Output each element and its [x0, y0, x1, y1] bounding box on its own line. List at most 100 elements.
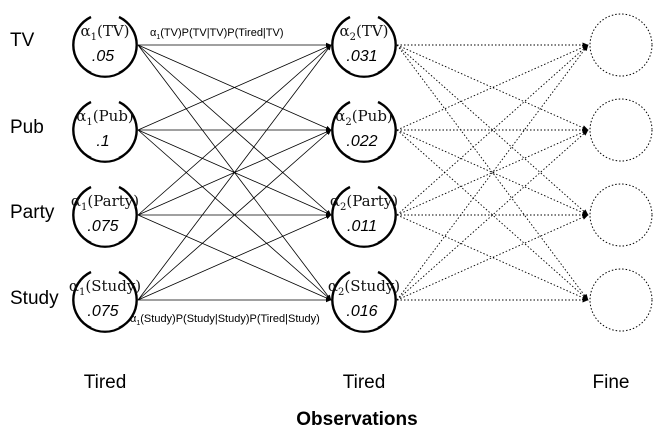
node-arc-left: [72, 270, 92, 330]
transition-arrow: [396, 129, 589, 216]
annotation-bottom-index: 1: [136, 320, 140, 327]
node-alpha-value: .016: [346, 303, 377, 320]
node-circle-fill: [333, 99, 395, 161]
transition-arrow: [137, 44, 332, 301]
state-label-party: Party: [10, 202, 55, 223]
alpha-index: 2: [340, 202, 346, 213]
transition-arrow: [396, 44, 589, 131]
alpha-state: (Study): [344, 277, 400, 295]
alpha-symbol: α: [328, 277, 338, 295]
annotation-top: α1(TV)P(TV|TV)P(Tired|TV): [150, 27, 284, 41]
alpha-index: 1: [91, 32, 97, 43]
node-alpha-value: .05: [92, 48, 114, 65]
alpha-index: 2: [345, 117, 351, 128]
transition-arrow: [396, 214, 589, 301]
node-alpha-value: .011: [347, 218, 377, 235]
trellis-node: α2(Pub).022: [331, 99, 397, 163]
alpha-index: 1: [86, 117, 92, 128]
trellis-node: α2(Study) .016: [328, 269, 400, 333]
node-arc-right: [118, 270, 138, 330]
observation-label-1: Tired: [84, 372, 127, 393]
transition-arrow: [396, 129, 589, 216]
node-alpha-label: α1(Pub): [76, 107, 134, 128]
trellis-node: α1(TV) .05: [72, 14, 138, 78]
node-alpha-label: α1(TV): [80, 22, 129, 43]
node-arc-right: [118, 185, 138, 245]
node-circle-empty: [589, 98, 653, 162]
node-alpha-label: α2(Study): [328, 277, 400, 298]
node-alpha-label: α1(Study): [69, 277, 141, 298]
transition-arrow: [137, 214, 332, 301]
annotation-top-alpha: α: [150, 27, 157, 39]
node-circle-empty: [589, 183, 653, 247]
node-arc-right: [377, 100, 397, 160]
trellis-node: α2(Party) .011: [330, 184, 398, 248]
alpha-symbol: α: [76, 107, 86, 125]
alpha-symbol: α: [330, 192, 340, 210]
node-circle-empty: [589, 13, 653, 77]
node-circle-fill: [74, 184, 136, 246]
node-circle-fill: [74, 269, 136, 331]
transition-arrows-step2: [396, 42, 589, 303]
observation-label-2: Tired: [343, 372, 386, 393]
alpha-symbol: α: [339, 22, 349, 40]
node-circle-fill: [74, 14, 136, 76]
trellis-node: [589, 13, 653, 77]
trellis-node: α1(Study).075: [69, 269, 141, 333]
node-arc-bottom: [345, 325, 383, 333]
trellis-node: α1(Party).075: [71, 184, 139, 248]
alpha-symbol: α: [69, 277, 79, 295]
alpha-state: (TV): [97, 22, 130, 40]
alpha-index: 1: [79, 287, 85, 298]
state-label-pub: Pub: [10, 117, 44, 138]
alpha-symbol: α: [335, 107, 345, 125]
observations-title: Observations: [296, 409, 417, 430]
transition-arrow: [137, 44, 332, 216]
annotation-bottom-alpha: α: [130, 313, 137, 325]
node-arc-bottom: [345, 240, 383, 248]
node-arc-left: [72, 15, 92, 75]
node-circle-fill: [333, 184, 395, 246]
node-arc-bottom: [86, 70, 124, 78]
alpha-index: 2: [350, 32, 356, 43]
alpha-state: (Party): [346, 192, 398, 210]
trellis-node: [589, 183, 653, 247]
node-alpha-label: α1(Party): [71, 192, 139, 213]
alpha-state: (Pub): [93, 107, 134, 125]
annotation-bottom: α1(Study)P(Study|Study)P(Tired|Study): [130, 313, 320, 327]
transition-arrow: [396, 44, 589, 301]
transition-arrow: [137, 44, 332, 131]
node-alpha-value: .031: [346, 48, 377, 65]
annotation-top-text: (TV)P(TV|TV)P(Tired|TV): [160, 27, 283, 39]
state-label-study: Study: [10, 288, 59, 309]
transition-arrow: [396, 44, 589, 216]
node-arc-right: [377, 185, 397, 245]
trellis-node: α2(TV) .031: [331, 14, 397, 78]
observation-label-3: Fine: [593, 372, 630, 393]
alpha-state: (TV): [356, 22, 389, 40]
alpha-symbol: α: [71, 192, 81, 210]
node-alpha-label: α2(Pub): [335, 107, 393, 128]
trellis-node: α1(Pub).1: [72, 99, 138, 163]
transition-arrow: [396, 44, 589, 131]
node-alpha-value: .075: [87, 303, 118, 320]
node-arc-left: [72, 100, 92, 160]
node-arc-left: [331, 185, 351, 245]
alpha-state: (Study): [85, 277, 141, 295]
node-arc-right: [377, 270, 397, 330]
node-alpha-label: α2(TV): [339, 22, 388, 43]
trellis-node: [589, 98, 653, 162]
node-arc-bottom: [86, 155, 124, 163]
annotation-bottom-text: (Study)P(Study|Study)P(Tired|Study): [140, 313, 320, 325]
node-arc-right: [118, 15, 138, 75]
node-arc-bottom: [86, 240, 124, 248]
node-circle-fill: [74, 99, 136, 161]
annotation-top-index: 1: [156, 34, 160, 41]
node-arc-left: [331, 15, 351, 75]
node-arc-left: [331, 100, 351, 160]
node-alpha-label: α2(Party): [330, 192, 398, 213]
node-arc-bottom: [345, 155, 383, 163]
node-arc-right: [118, 100, 138, 160]
state-label-tv: TV: [10, 30, 35, 51]
